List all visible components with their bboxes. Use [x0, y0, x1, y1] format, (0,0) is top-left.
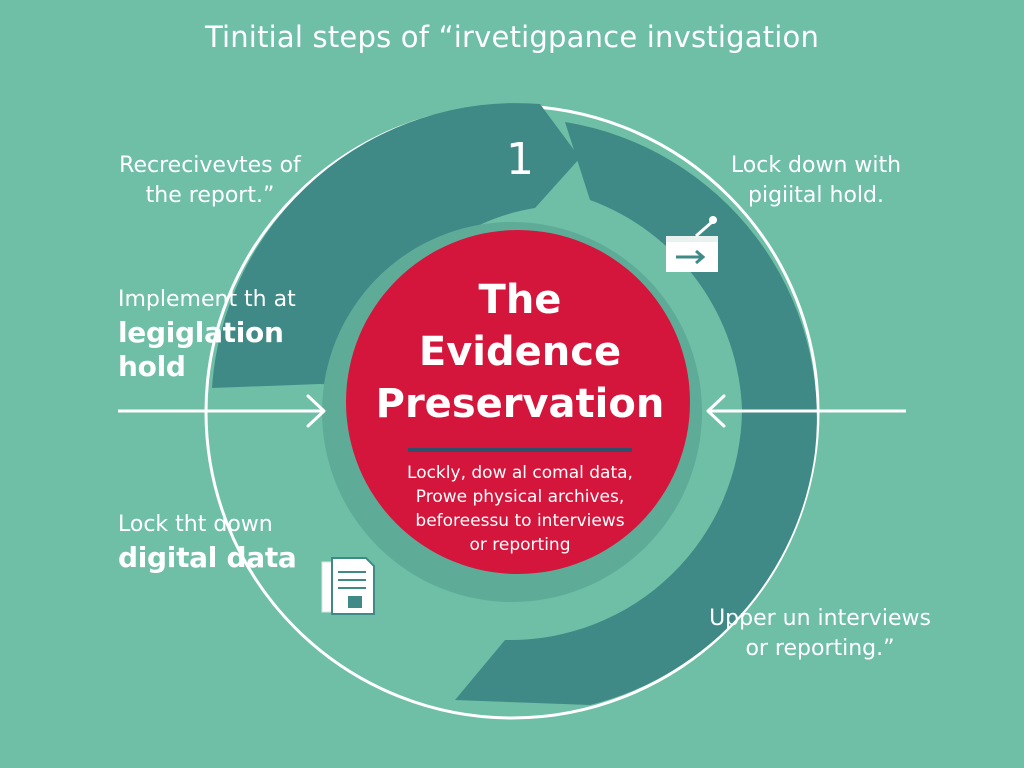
hub-title-line-1: The: [478, 277, 562, 323]
hub-description-line-1: Lockly, dow al comal data,: [407, 463, 633, 483]
left-arrow: [118, 394, 326, 428]
label-bottom-left-small: Lock tht down: [118, 512, 273, 537]
label-bottom-right-line-2: or reporting.”: [745, 636, 895, 661]
hub-description-line-4: or reporting: [469, 535, 571, 555]
hub-title: The Evidence Preservation: [360, 274, 680, 430]
label-mid-left-bold-line-1: legiglation: [118, 316, 284, 349]
label-top-right-line-1: Lock down with: [730, 153, 902, 178]
right-arrow: [706, 394, 906, 428]
hub-title-line-3: Preservation: [375, 381, 665, 427]
label-bottom-right: Upper un interviews or reporting.”: [700, 604, 940, 664]
label-mid-left-bold-line-2: hold: [118, 350, 186, 383]
cycle-arrow-left: [212, 103, 580, 388]
ballot-box-icon: [666, 216, 718, 272]
label-top-left-line-1: Recrecivevtes of: [119, 153, 301, 178]
hub-circle: [346, 230, 690, 574]
label-mid-left-small: Implement th at: [118, 287, 296, 312]
label-top-right: Lock down with pigiital hold.: [706, 151, 926, 211]
label-top-right-line-2: pigiital hold.: [748, 183, 884, 208]
cycle-arrow-right: [455, 122, 817, 705]
hub-description-line-2: Prowe physical archives,: [415, 487, 625, 507]
label-bottom-right-line-1: Upper un interviews: [709, 606, 931, 631]
hub-description: Lockly, dow al comal data, Prowe physica…: [370, 461, 670, 557]
label-bottom-left-bold: digital data: [118, 541, 297, 574]
step-number: 1: [506, 134, 534, 185]
document-icon: [321, 557, 375, 615]
page-title: Tinitial steps of “irvetigpance invstiga…: [204, 20, 820, 54]
label-top-left: Recrecivevtes of the report.”: [100, 151, 320, 211]
label-top-left-line-2: the report.”: [145, 183, 275, 208]
label-mid-left-bold: legiglation hold: [118, 316, 284, 384]
hub-description-line-3: beforeessu to interviews: [415, 511, 625, 531]
hub-title-line-2: Evidence: [418, 329, 622, 375]
